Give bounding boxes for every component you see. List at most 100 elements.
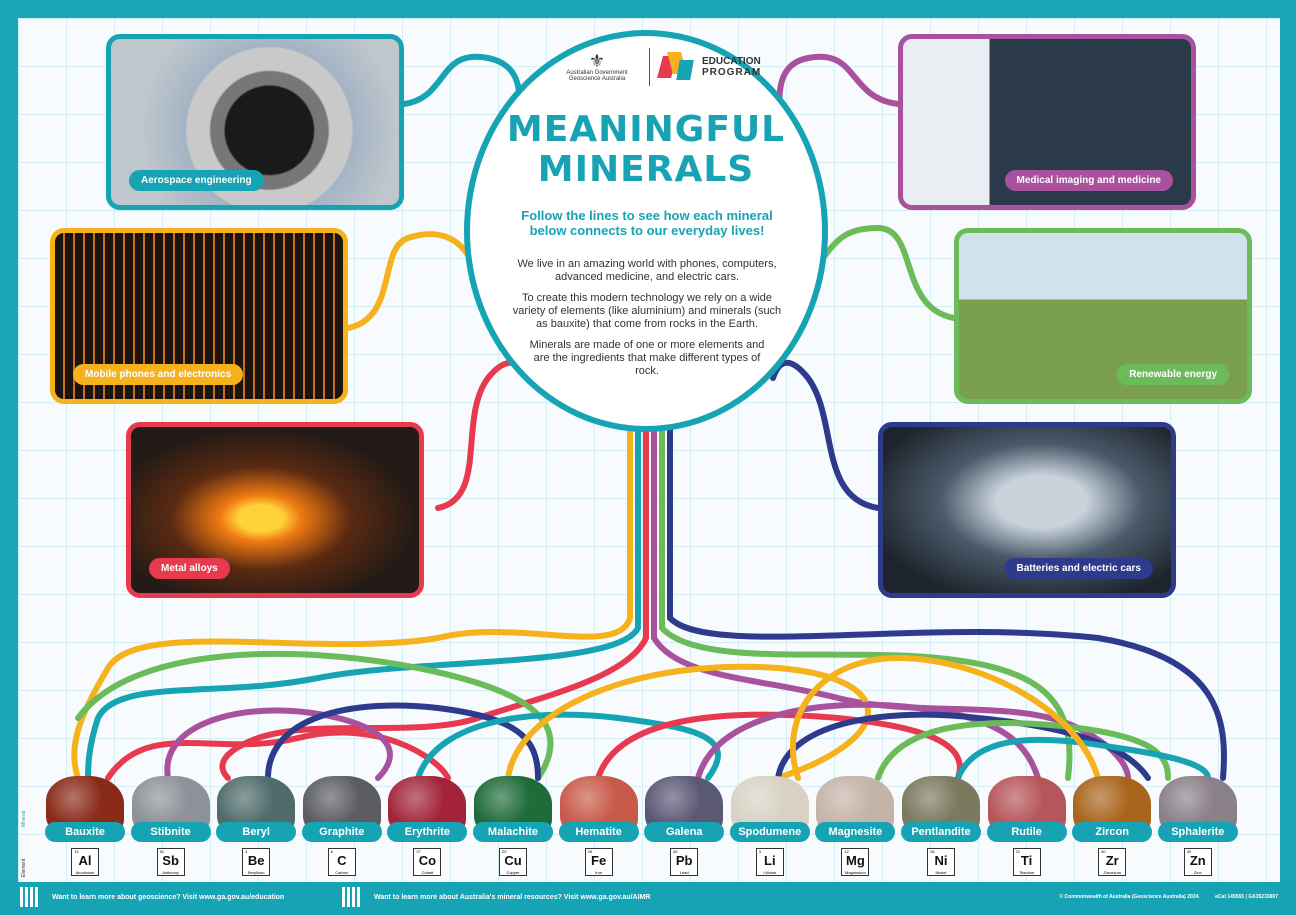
element-name: Lead xyxy=(679,870,689,875)
atomic-number: 22 xyxy=(1015,849,1021,854)
mineral-name: Hematite xyxy=(558,822,639,842)
element-symbol: Be xyxy=(247,853,265,868)
photo-alloys: Metal alloys xyxy=(126,422,424,598)
program-line1: EDUCATION xyxy=(702,56,761,67)
title-line1: MEANINGFUL xyxy=(506,109,786,150)
element-symbol: Zr xyxy=(1105,853,1119,868)
element-name: Zirconium xyxy=(1103,870,1121,875)
element-name: Titanium xyxy=(1018,870,1035,875)
element-name: Nickel xyxy=(935,870,947,875)
mineral-name: Stibnite xyxy=(130,822,211,842)
element-symbol: Sb xyxy=(162,853,179,868)
mineral-name: Magnesite xyxy=(815,822,896,842)
line-alloys xyxy=(435,359,531,511)
program-line2: PROGRAM xyxy=(702,67,762,78)
atomic-number: 82 xyxy=(673,849,678,854)
photo-renewable: Renewable energy xyxy=(954,228,1252,404)
footer: Want to learn more about geoscience? Vis… xyxy=(0,882,1296,915)
copyright-text: © Commonwealth of Australia (Geoscience … xyxy=(1059,894,1200,900)
side-label-element: Element xyxy=(21,858,27,877)
line-electronics xyxy=(345,231,473,331)
side-label-mineral: Mineral xyxy=(21,810,27,827)
mineral-name: Bauxite xyxy=(45,822,125,842)
gov-logo-line1: Australian Government xyxy=(566,70,628,76)
tag-medical: Medical imaging and medicine xyxy=(1004,170,1173,191)
mineral-name: Rutile xyxy=(986,822,1067,842)
element-symbol: Ni xyxy=(934,853,948,868)
atomic-number: 27 xyxy=(416,849,421,854)
education-program-logo: EDUCATION PROGRAM xyxy=(657,52,762,82)
tag-renewable: Renewable energy xyxy=(1117,364,1229,385)
mineral-name: Zircon xyxy=(1072,822,1153,842)
element-name: Iron xyxy=(595,870,603,875)
ecat-number: eCat 149555 | GA35233897 xyxy=(1215,894,1278,900)
education-program-mark-icon xyxy=(657,52,696,82)
mineral-name: Graphite xyxy=(301,822,382,842)
intro-paragraph-2: To create this modern technology we rely… xyxy=(512,292,782,330)
mineral-name: Sphalerite xyxy=(1157,822,1238,842)
element-name: Zinc xyxy=(1194,870,1202,875)
element-symbol: Cu xyxy=(504,853,522,868)
mineral-name: Spodumene xyxy=(729,822,810,842)
mineral-name: Galena xyxy=(644,822,725,842)
photo-electronics: Mobile phones and electronics xyxy=(50,228,348,404)
title-line2: MINERALS xyxy=(537,149,755,190)
footer-aimr-link[interactable]: Want to learn more about Australia's min… xyxy=(374,894,651,901)
government-logo: ⚜ Australian Government Geoscience Austr… xyxy=(555,52,639,82)
mineral-name: Beryl xyxy=(216,822,297,842)
qr-code-icon xyxy=(342,887,360,907)
mineral-name: Erythrite xyxy=(387,822,468,842)
logo-divider xyxy=(649,48,650,86)
connection-lines xyxy=(71,53,1227,781)
tag-alloys: Metal alloys xyxy=(149,558,230,579)
tag-aerospace: Aerospace engineering xyxy=(129,170,264,191)
atomic-number: 3 xyxy=(758,849,762,854)
photo-aerospace: Aerospace engineering xyxy=(106,34,404,210)
element-symbol: Li xyxy=(764,853,776,868)
element-name: Cobalt xyxy=(421,870,434,875)
atomic-number: 40 xyxy=(1101,849,1106,854)
side-labels: Mineral Element xyxy=(20,811,28,882)
atomic-number: 29 xyxy=(502,849,507,854)
element-symbol: Zn xyxy=(1189,853,1206,868)
page-title: MEANINGFUL MINERALS xyxy=(488,110,804,190)
footer-education-link[interactable]: Want to learn more about geoscience? Vis… xyxy=(52,894,285,901)
element-symbol: Al xyxy=(78,853,92,868)
element-symbol: Mg xyxy=(846,853,865,868)
element-symbol: Ti xyxy=(1020,853,1033,868)
line-renewable xyxy=(820,224,957,321)
tag-electronics: Mobile phones and electronics xyxy=(73,364,244,385)
atomic-number: 26 xyxy=(587,849,593,854)
footer-copyright: © Commonwealth of Australia (Geoscience … xyxy=(1059,894,1278,900)
element-name: Copper xyxy=(506,870,520,875)
gov-logo-line2: Geoscience Australia xyxy=(568,76,626,82)
element-symbol: Fe xyxy=(591,853,607,868)
tag-batteries: Batteries and electric cars xyxy=(1004,558,1153,579)
atomic-number: 13 xyxy=(74,849,79,854)
intro-paragraph-3: Minerals are made of one or more element… xyxy=(529,339,765,377)
intro-paragraph-1: We live in an amazing world with phones,… xyxy=(517,258,777,283)
element-symbol: Pb xyxy=(675,853,693,868)
qr-code-icon xyxy=(20,887,38,907)
photo-medical: Medical imaging and medicine xyxy=(898,34,1196,210)
poster: Aerospace engineering Mobile phones and … xyxy=(18,18,1280,882)
